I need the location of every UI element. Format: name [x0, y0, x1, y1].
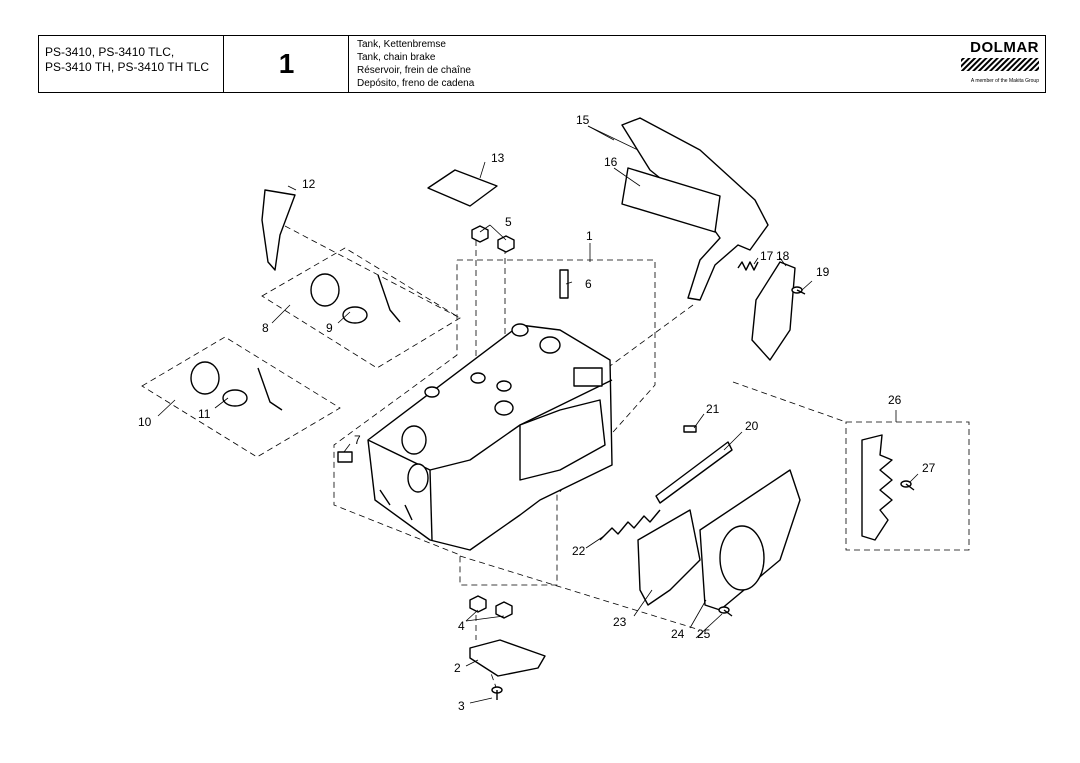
callout-5: 5	[505, 215, 512, 229]
callout-22: 22	[572, 544, 586, 558]
title-de: Tank, Kettenbremse	[357, 39, 446, 50]
parts	[190, 117, 915, 700]
callout-6: 6	[585, 277, 592, 291]
callout-16: 16	[604, 155, 618, 169]
title-fr: Réservoir, frein de chaîne	[357, 65, 471, 76]
section-titles: Tank, Kettenbremse Tank, chain brake Rés…	[357, 38, 474, 90]
callout-12: 12	[302, 177, 316, 191]
sprocket-opening	[719, 525, 765, 591]
callout-27: 27	[922, 461, 936, 475]
leader-lines	[157, 125, 919, 704]
callout-19: 19	[816, 265, 830, 279]
tank-housing	[367, 323, 613, 551]
title-en: Tank, chain brake	[357, 52, 436, 63]
nut-5a	[471, 225, 489, 243]
screw-19	[791, 286, 806, 295]
callout-labels: 1 2 3 4 5 6 7 8 9 10 11 12 13 15 16 17 1…	[138, 113, 936, 713]
spring-22	[599, 509, 661, 541]
callout-24: 24	[671, 627, 685, 641]
dolmar-logo: DOLMAR A member of the Makita Group	[953, 40, 1039, 90]
callout-25: 25	[697, 627, 711, 641]
cover-plate	[469, 639, 546, 677]
model-line: PS-3410, PS-3410 TLC,	[45, 45, 175, 59]
callout-18: 18	[776, 249, 790, 263]
nut-5b	[497, 235, 515, 253]
cap-assembly-upper	[310, 273, 401, 324]
nut-4b	[495, 601, 513, 619]
label-12	[261, 189, 296, 271]
title-cell: Tank, Kettenbremse Tank, chain brake Rés…	[349, 36, 659, 92]
callout-4: 4	[458, 619, 465, 633]
model-list: PS-3410, PS-3410 TLC, PS-3410 TH, PS-341…	[45, 45, 209, 75]
callout-2: 2	[454, 661, 461, 675]
callout-26: 26	[888, 393, 902, 407]
plate-18	[751, 261, 796, 361]
callout-3: 3	[458, 699, 465, 713]
screw-27	[900, 480, 915, 491]
callout-23: 23	[613, 615, 627, 629]
brand-tagline: A member of the Makita Group	[970, 78, 1039, 84]
sleeve-7	[337, 451, 353, 463]
logo-hatch-icon	[961, 58, 1039, 71]
model-line: PS-3410 TH, PS-3410 TH TLC	[45, 60, 210, 74]
callout-21: 21	[706, 402, 720, 416]
callout-1: 1	[586, 229, 593, 243]
pin-21	[683, 425, 697, 433]
title-es: Depósito, freno de cadena	[357, 78, 475, 89]
page-number-cell: 1	[224, 36, 349, 92]
model-cell: PS-3410, PS-3410 TLC, PS-3410 TH, PS-341…	[39, 36, 224, 92]
label-16	[621, 167, 721, 233]
screw-3	[491, 686, 503, 700]
callout-10: 10	[138, 415, 152, 429]
callout-9: 9	[326, 321, 333, 335]
page-number: 1	[278, 48, 295, 79]
callout-17: 17	[760, 249, 774, 263]
pin-6	[559, 269, 569, 299]
callout-15: 15	[576, 113, 590, 127]
callout-20: 20	[745, 419, 759, 433]
callout-11: 11	[198, 407, 211, 421]
brake-cover-23	[637, 509, 701, 606]
screw-25	[718, 606, 733, 617]
cap-assembly-lower	[190, 361, 283, 411]
callout-7: 7	[354, 433, 361, 447]
callout-13: 13	[491, 151, 505, 165]
spring-17	[737, 261, 759, 271]
title-block: PS-3410, PS-3410 TLC, PS-3410 TH, PS-341…	[38, 35, 1046, 93]
label-13	[427, 169, 498, 207]
nut-4a	[469, 595, 487, 613]
brand-name: DOLMAR	[970, 39, 1039, 56]
spike-bar-26	[861, 434, 893, 541]
callout-8: 8	[262, 321, 269, 335]
brake-band-20	[655, 441, 733, 504]
